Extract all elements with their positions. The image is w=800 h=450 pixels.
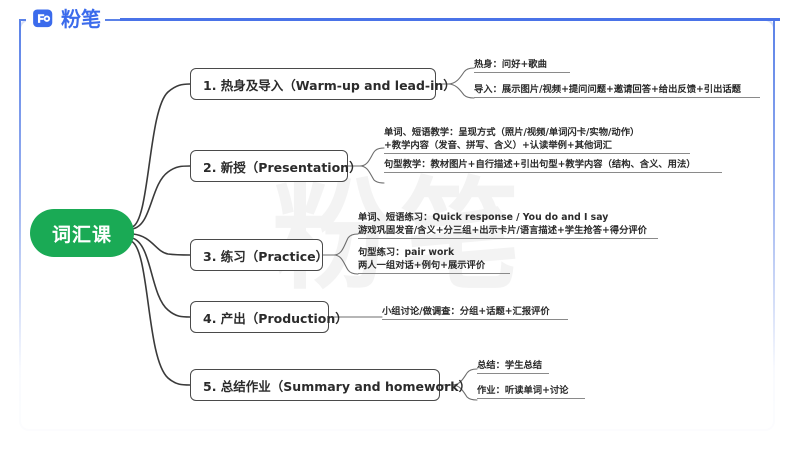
leaf-presentation-1: 单词、短语教学：呈现方式（照片/视频/单词闪卡/实物/动作） +教学内容（发音、… (384, 126, 690, 154)
leaf-underline (384, 153, 690, 154)
branch-node-summary[interactable]: 5. 总结作业（Summary and homework） (190, 369, 471, 401)
leaf-line: 作业：听读单词+讨论 (477, 385, 569, 396)
leaf-production-1: 小组讨论/做调查：分组+话题+汇报评价 (382, 305, 568, 320)
leaf-line: 单词、短语教学：呈现方式（照片/视频/单词闪卡/实物/动作） (384, 127, 640, 138)
leaf-underline (382, 319, 568, 320)
leaf-practice-2: 句型练习：pair work 两人一组对话+例句+展示评价 (358, 246, 510, 274)
leaf-underline (477, 398, 585, 399)
leaf-summary-2: 作业：听读单词+讨论 (477, 384, 585, 399)
root-node[interactable]: 词汇课 (30, 209, 134, 257)
fenbi-logo-icon (33, 9, 53, 28)
leaf-line: 导入：展示图片/视频+提问问题+邀请回答+给出反馈+引出话题 (474, 84, 741, 95)
leaf-line: 两人一组对话+例句+展示评价 (358, 260, 486, 271)
leaf-line: 单词、短语练习：Quick response / You do and I sa… (358, 212, 609, 223)
leaf-practice-1: 单词、短语练习：Quick response / You do and I sa… (358, 211, 658, 239)
leaf-summary-1: 总结：学生总结 (477, 359, 549, 374)
branch-node-label: 5. 总结作业（Summary and homework） (203, 378, 472, 394)
leaf-underline (474, 97, 760, 98)
brand-divider-rule (120, 18, 780, 21)
brand-wordmark: 粉笔 (61, 6, 101, 31)
brand-logo: 粉笔 (26, 6, 105, 31)
branch-node-label: 2. 新授（Presentation） (203, 159, 362, 175)
branch-node-presentation[interactable]: 2. 新授（Presentation） (190, 150, 362, 182)
leaf-warm-up-1: 热身：问好+歌曲 (474, 58, 570, 73)
root-node-label: 词汇课 (51, 223, 112, 246)
leaf-warm-up-2: 导入：展示图片/视频+提问问题+邀请回答+给出反馈+引出话题 (474, 83, 760, 98)
leaf-underline (358, 273, 510, 274)
leaf-underline (477, 373, 549, 374)
branch-node-label: 4. 产出（Production） (203, 310, 348, 326)
leaf-underline (384, 172, 722, 173)
leaf-line: 小组讨论/做调查：分组+话题+汇报评价 (382, 306, 550, 317)
branch-node-label: 3. 练习（Practice） (203, 248, 329, 264)
branch-node-warm-up[interactable]: 1. 热身及导入（Warm-up and lead-in） (190, 68, 456, 100)
leaf-line: 句型练习：pair work (358, 247, 455, 258)
branch-node-production[interactable]: 4. 产出（Production） (190, 301, 348, 333)
leaf-underline (474, 72, 570, 73)
leaf-line: 游戏巩固发音/含义+分三组+出示卡片/语言描述+学生抢答+得分评价 (358, 225, 647, 236)
leaf-line: 热身：问好+歌曲 (474, 59, 547, 70)
branch-node-practice[interactable]: 3. 练习（Practice） (190, 239, 328, 271)
leaf-line: 总结：学生总结 (477, 360, 543, 371)
leaf-line: 句型教学：教材图片+自行描述+引出句型+教学内容（结构、含义、用法） (384, 159, 696, 170)
leaf-line: +教学内容（发音、拼写、含义）+认读举例+其他词汇 (384, 140, 612, 151)
branch-node-label: 1. 热身及导入（Warm-up and lead-in） (203, 77, 456, 93)
leaf-underline (358, 238, 658, 239)
leaf-presentation-2: 句型教学：教材图片+自行描述+引出句型+教学内容（结构、含义、用法） (384, 158, 722, 173)
